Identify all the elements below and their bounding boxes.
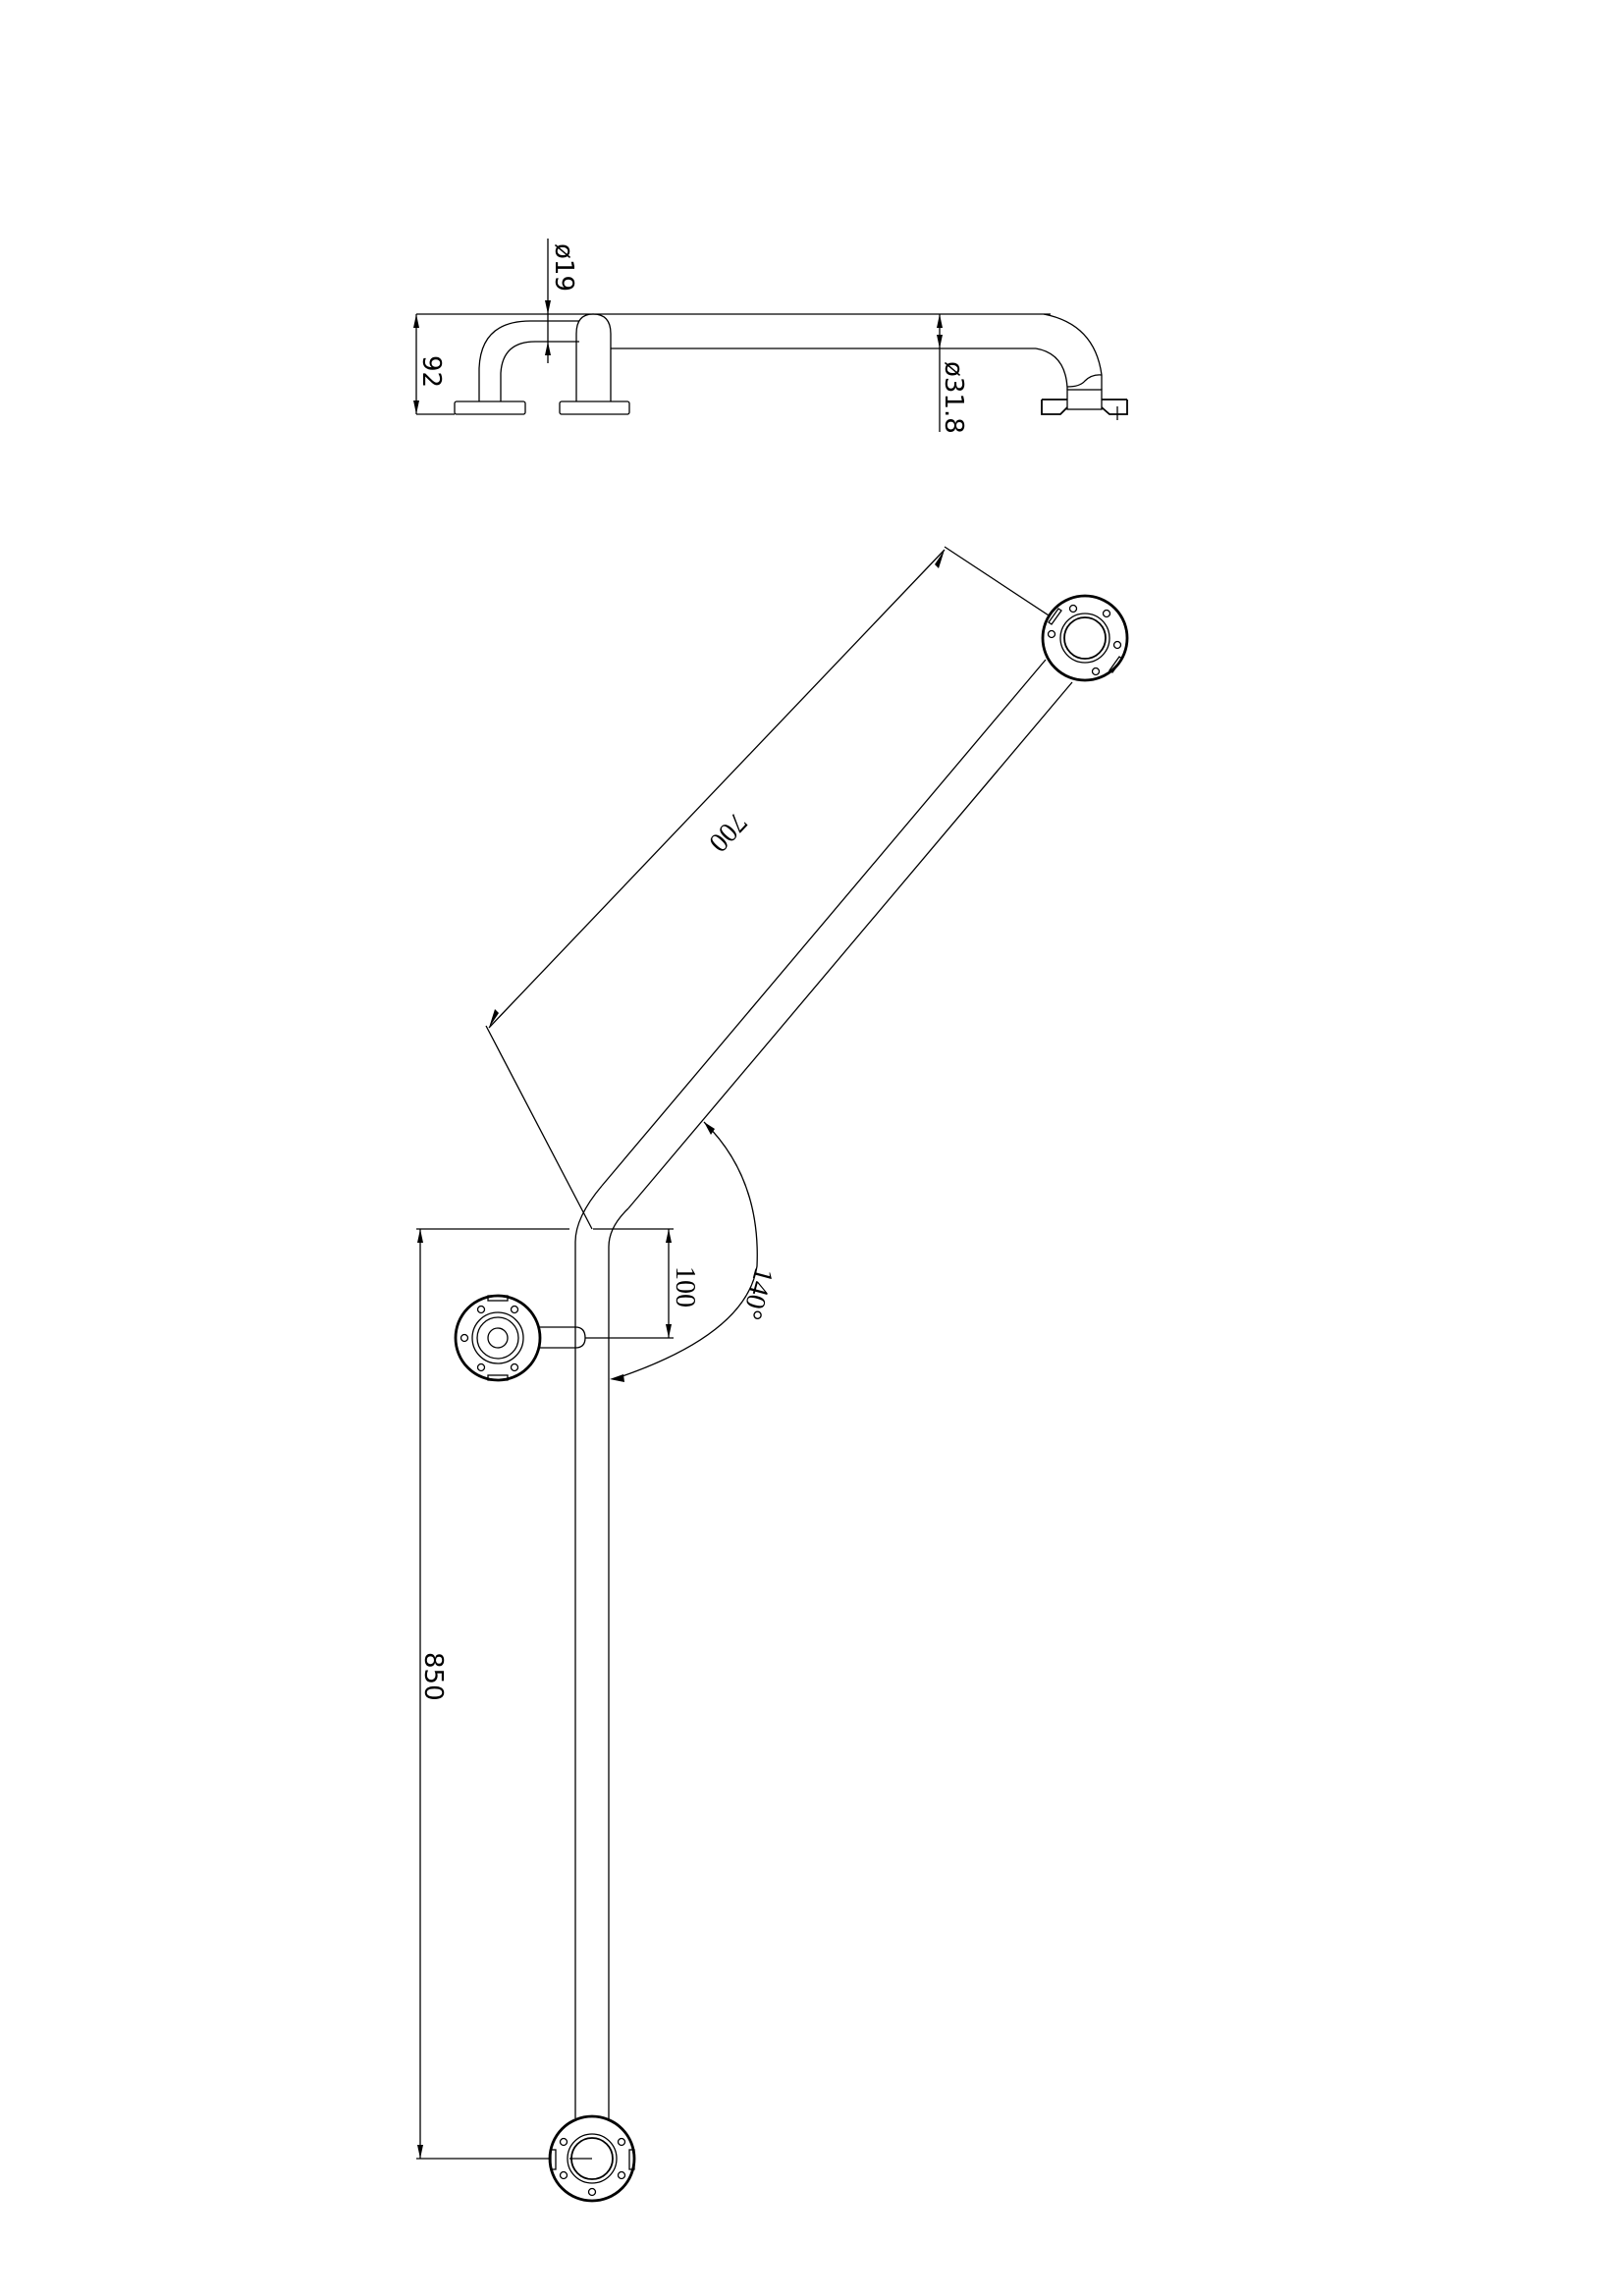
side-support-tube-outer [478, 320, 579, 401]
side-support-stub [538, 1326, 586, 1349]
dimension-d19: ø19 [545, 239, 578, 363]
dim-d31-8-label: ø31.8 [939, 361, 968, 434]
angled-tube-edge-right [627, 681, 1073, 1209]
top-view: 92 ø19 ø31.8 [413, 239, 1128, 434]
dimension-d31-8: ø31.8 [937, 314, 968, 434]
angled-tube-edge-left [601, 659, 1047, 1187]
dim-850-label: 850 [418, 1652, 448, 1701]
dimension-140-deg: 140° [610, 1121, 779, 1382]
end-flange-side [1041, 389, 1128, 420]
dimension-700: 700 [485, 546, 1084, 1230]
top-wall-flange [1041, 594, 1129, 682]
dim-700-label: 700 [703, 807, 753, 858]
side-support-tube-inner [500, 341, 579, 401]
main-post-base-plate [559, 400, 630, 415]
main-post [575, 313, 612, 401]
dim-100-label: 100 [670, 1266, 700, 1308]
dimension-100: 100 [585, 1228, 700, 1339]
dim-d19-label: ø19 [549, 243, 578, 292]
bottom-wall-flange [548, 2114, 636, 2203]
side-support-flange [454, 1294, 542, 1382]
main-tube-bend-inner [1035, 347, 1068, 390]
front-view: 700 140° 100 850 [416, 546, 1129, 2203]
side-support-base-plate [454, 400, 526, 415]
dimension-92: 92 [413, 313, 1051, 415]
dim-140-label: 140° [735, 1264, 779, 1322]
dim-92-label: 92 [416, 355, 446, 388]
main-tube-bend-outer [1043, 313, 1103, 390]
